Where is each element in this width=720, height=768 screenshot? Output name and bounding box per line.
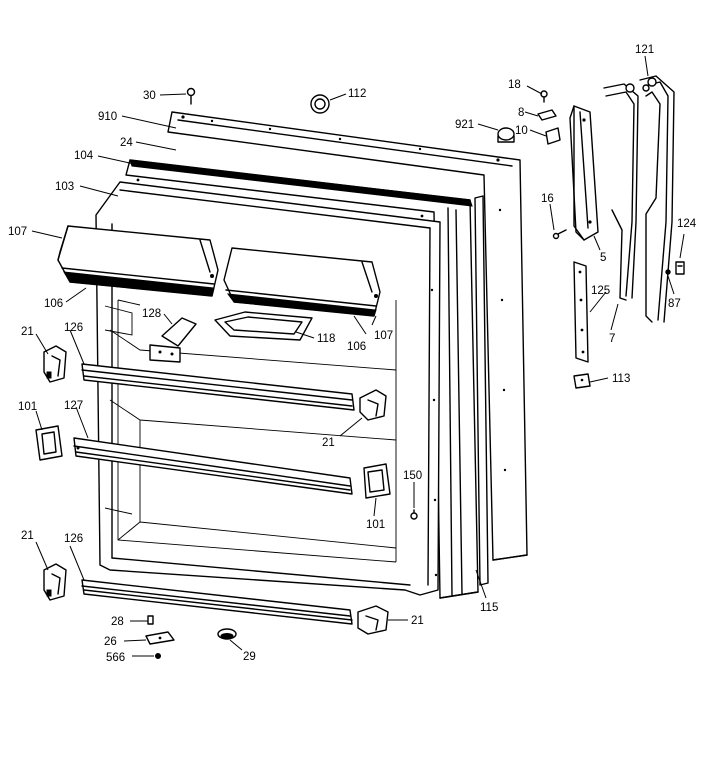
shelf-front-right — [363, 463, 391, 499]
shelf-tray — [214, 311, 313, 341]
callout-21-upper-right: 21 — [322, 437, 335, 449]
callout-101-left: 101 — [18, 401, 37, 413]
callout-127: 127 — [64, 400, 83, 412]
end-cap-upper-left — [43, 345, 67, 383]
end-cap-upper-right — [359, 389, 387, 421]
callout-125: 125 — [591, 285, 610, 297]
stop-10 — [545, 127, 561, 145]
hinge-arm-7 — [603, 83, 639, 301]
callout-29: 29 — [243, 651, 256, 663]
end-cap-lower-left — [43, 563, 67, 601]
callout-87: 87 — [668, 298, 681, 310]
door-gasket — [125, 159, 479, 599]
plug-921 — [497, 127, 515, 143]
callout-112: 112 — [348, 88, 366, 100]
screw-566 — [155, 653, 161, 659]
button-29 — [217, 628, 237, 640]
callout-labels: 30 112 910 24 104 103 107 106 107 106 11… — [8, 44, 697, 664]
callout-126-upper: 126 — [64, 322, 83, 334]
callout-26: 26 — [104, 636, 117, 648]
callout-101-right: 101 — [366, 519, 385, 531]
screw-16 — [552, 229, 567, 240]
callout-28: 28 — [111, 616, 124, 628]
callout-150: 150 — [403, 470, 422, 482]
callout-107-left: 107 — [8, 226, 27, 238]
callout-921: 921 — [455, 119, 474, 131]
plug-112 — [310, 94, 330, 114]
screw-18 — [540, 90, 548, 103]
callout-18: 18 — [508, 79, 521, 91]
door-shelf-bar-upper — [81, 363, 355, 411]
callout-566: 566 — [106, 652, 125, 664]
callout-7: 7 — [609, 333, 615, 345]
door-shelf-bar-middle — [73, 437, 353, 495]
leader-lines — [31, 55, 685, 657]
cap-113 — [573, 373, 591, 389]
screw-87 — [665, 269, 671, 275]
callout-21-lower-left: 21 — [21, 530, 34, 542]
callout-106-right: 106 — [347, 341, 366, 353]
shelf-clip — [149, 317, 197, 363]
callout-24: 24 — [120, 137, 133, 149]
breaker-strip — [474, 195, 489, 586]
callout-128: 128 — [142, 308, 161, 320]
bracket-8 — [537, 109, 557, 121]
callout-121: 121 — [635, 44, 654, 56]
cover-26 — [145, 631, 175, 645]
callout-107-right: 107 — [374, 330, 393, 342]
callout-16: 16 — [541, 193, 554, 205]
trim-125 — [573, 261, 589, 363]
callout-21-lower-right: 21 — [411, 615, 424, 627]
callout-103: 103 — [55, 181, 74, 193]
hinge-arm-121 — [639, 75, 675, 323]
callout-104: 104 — [74, 150, 94, 162]
pin-28 — [147, 615, 154, 625]
screw-150 — [410, 509, 418, 520]
outer-door-panel — [167, 111, 528, 561]
callout-8: 8 — [518, 107, 524, 119]
door-shelf-bar-lower — [81, 579, 353, 625]
hinge-bracket-5 — [569, 105, 599, 241]
callout-113: 113 — [612, 373, 630, 385]
shelf-front-left — [35, 425, 63, 461]
callout-106-left: 106 — [44, 298, 63, 310]
callout-10: 10 — [515, 125, 528, 137]
dairy-door-right — [223, 247, 381, 317]
callout-126-lower: 126 — [64, 533, 83, 545]
clip-124 — [675, 261, 685, 275]
screw-30 — [186, 87, 196, 105]
callout-5: 5 — [600, 252, 606, 264]
callout-21-upper-left: 21 — [21, 326, 34, 338]
callout-30: 30 — [143, 90, 156, 102]
dairy-door-left — [57, 225, 219, 297]
end-cap-lower-right — [357, 605, 389, 635]
callout-115: 115 — [480, 602, 498, 614]
callout-124: 124 — [677, 218, 697, 230]
callout-910: 910 — [98, 111, 117, 123]
callout-118: 118 — [317, 333, 335, 345]
